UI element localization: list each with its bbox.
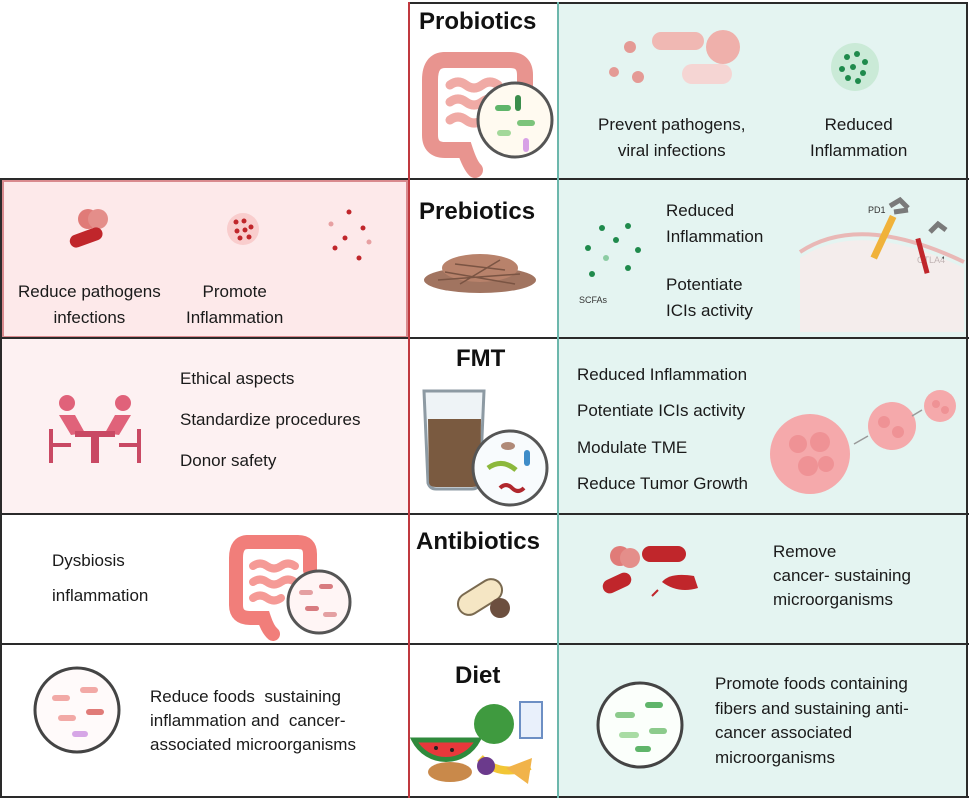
fecal-microbiome-magnifier-icon [471, 429, 549, 507]
bacteria-removal-icon [602, 546, 698, 597]
pd1-label: PD1 [868, 205, 886, 215]
probiotics-benefits-cell [558, 3, 966, 178]
antibiotics-risk-dysbiosis: Dysbiosis [52, 551, 125, 570]
prebiotics-risk-inflammation: Promote Inflammation [186, 282, 284, 327]
grid-line-bottom [0, 796, 969, 798]
prebiotics-risk-pathogens: Reduce pathogens infections [18, 282, 161, 327]
title-diet: Diet [455, 662, 501, 689]
consultation-people-icon [49, 395, 141, 463]
pill-capsule-icon [456, 578, 510, 618]
fmt-risk-donor: Donor safety [180, 451, 277, 470]
anti-inflammatory-molecules-icon [831, 43, 879, 91]
scattered-molecules-icon [328, 209, 372, 261]
fmt-risk-ethical: Ethical aspects [180, 369, 295, 388]
title-prebiotics: Prebiotics [419, 198, 536, 225]
probiotics-benefit-pathogens: Prevent pathogens, viral infections [598, 115, 746, 160]
beneficial-microbiome-magnifier-icon [596, 681, 684, 769]
grid-line-row2 [0, 337, 969, 339]
antibiotics-risk-inflammation: inflammation [52, 586, 149, 605]
grid-line-center-left [408, 2, 410, 798]
inflamed-intestine-icon [229, 535, 317, 641]
grid-line-center-right [557, 2, 559, 798]
grid-line-row3 [0, 513, 969, 515]
grid-line-row1 [0, 178, 969, 180]
food-assortment-icon [409, 701, 543, 784]
pathogens-icon [609, 30, 740, 84]
diet-benefit-foods: Promote foods containing fibers and sust… [715, 674, 909, 767]
scfa-molecules-icon [585, 223, 641, 277]
fmt-benefit-icis: Potentiate ICIs activity [577, 401, 746, 420]
scfas-label: SCFAs [579, 295, 608, 305]
immune-checkpoint-icon [798, 196, 965, 332]
title-fmt: FMT [456, 345, 506, 372]
fmt-risk-procedures: Standardize procedures [180, 410, 361, 429]
inflammatory-molecules-icon [227, 213, 259, 245]
fmt-benefit-tumor: Reduce Tumor Growth [577, 474, 749, 493]
fiber-pile-icon [424, 254, 536, 293]
grid-line-left [0, 178, 2, 798]
grid-line-right [966, 2, 968, 798]
prebiotics-benefit-inflammation: Reduced Inflammation [666, 201, 764, 246]
tumor-shrinkage-icon [770, 390, 956, 494]
microbiome-magnifier-icon [476, 81, 554, 159]
grid-line-row4 [0, 643, 969, 645]
prebiotics-benefit-icis: Potentiate ICIs activity [666, 275, 753, 320]
dysbiosis-magnifier-icon [286, 569, 352, 635]
title-probiotics: Probiotics [419, 8, 537, 35]
antibiotics-benefit-remove: Remove cancer- sustaining microorganisms [773, 542, 911, 609]
probiotics-benefit-inflammation: Reduced Inflammation [810, 115, 908, 160]
prebiotics-risks-cell [2, 180, 408, 338]
fmt-benefit-tme: Modulate TME [577, 438, 688, 457]
fmt-benefit-inflammation: Reduced Inflammation [577, 365, 748, 384]
title-antibiotics: Antibiotics [416, 528, 540, 555]
harmful-microbiome-magnifier-icon [33, 666, 121, 754]
grid-line-top [408, 2, 968, 4]
bacteria-icon [69, 209, 108, 248]
diet-risk-foods: Reduce foods sustaining inflammation and… [150, 687, 356, 754]
